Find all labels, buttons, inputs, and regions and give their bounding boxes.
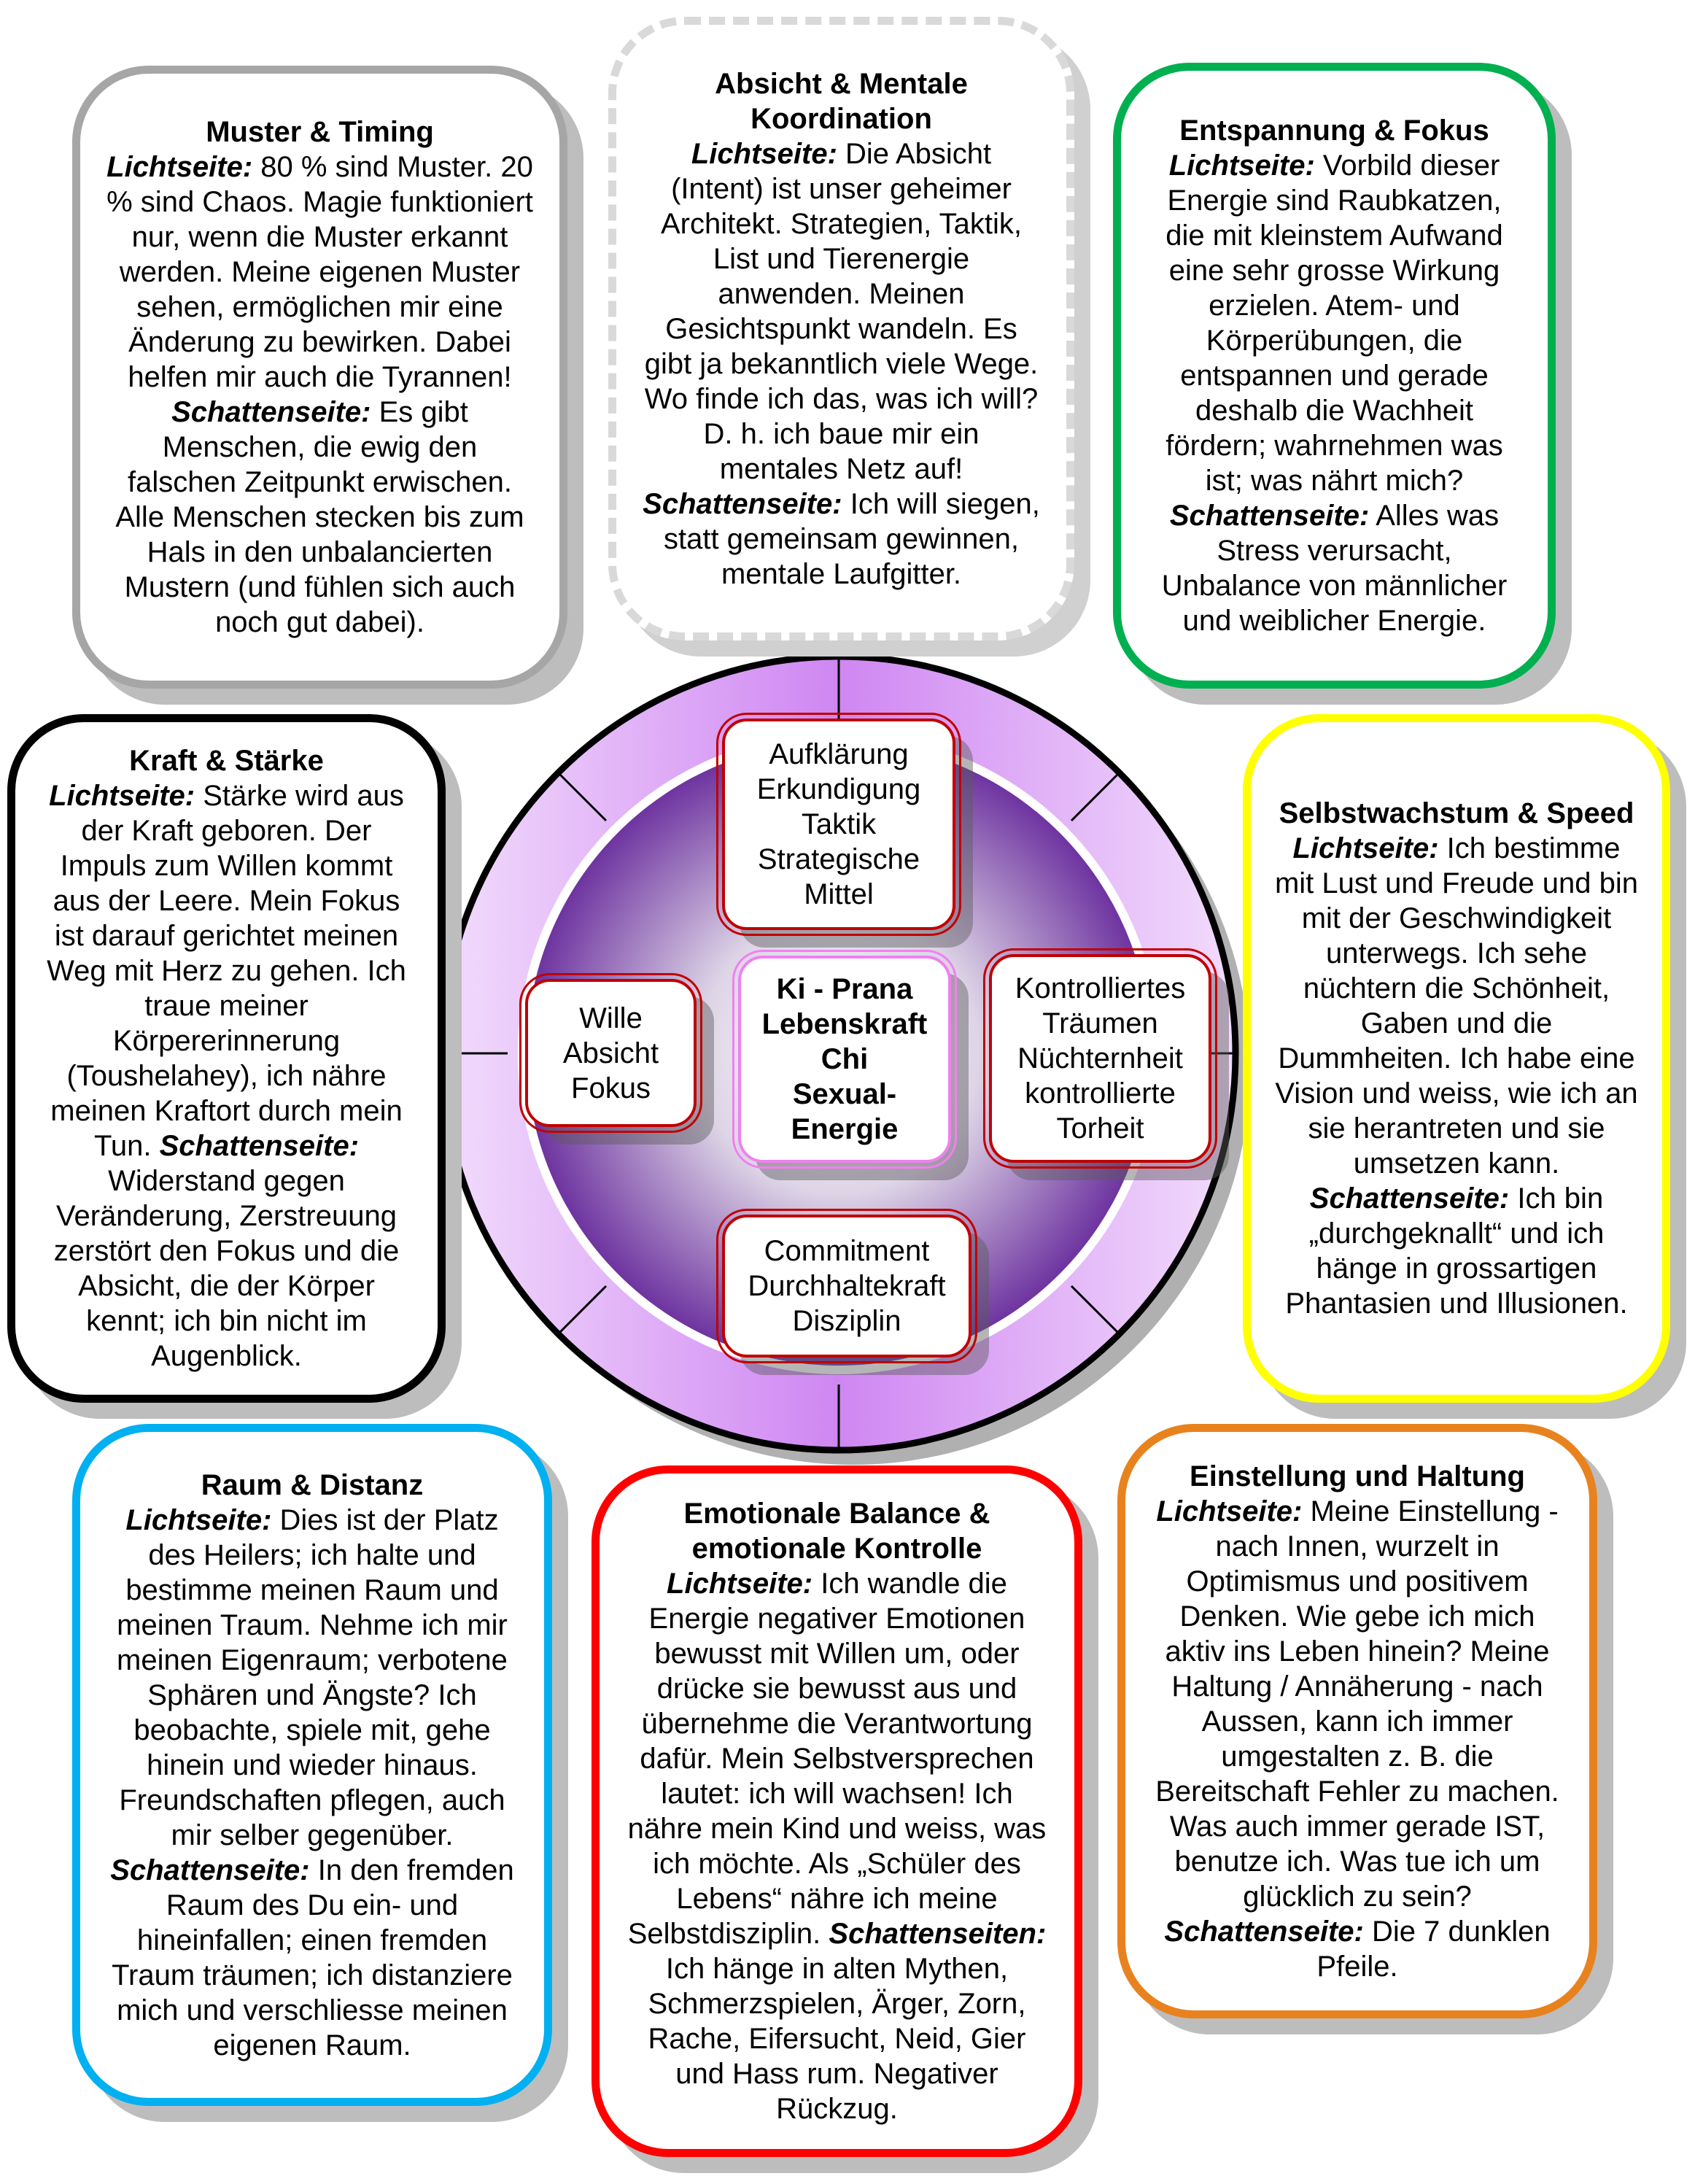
shadow-side-label: Schattenseite: [110,1854,310,1886]
light-side-text: Ich wandle die Energie negativer Emotion… [627,1568,1047,1950]
light-side-text: Vorbild dieser Energie sind Raubkatzen, … [1165,150,1503,497]
box-title: Selbstwachstum & Speed [1279,797,1634,829]
light-side-label: Lichtseite: [1168,150,1315,182]
shadow-side-label: Schattenseite: [643,487,842,520]
box-title: Emotionale Balance & emotionale Kontroll… [683,1498,990,1565]
box-body: Lichtseite: Die Absicht (Intent) ist uns… [643,136,1040,592]
box-body: Lichtseite: Meine Einstellung - nach Inn… [1152,1494,1563,1984]
light-side-text: Dies ist der Platz des Heilers; ich halt… [117,1503,508,1851]
light-side-text: Stärke wird aus der Kraft geboren. Der I… [47,780,406,1162]
center-middle-line: Energie [791,1113,899,1145]
light-side-text: Meine Einstellung - nach Innen, wurzelt … [1155,1495,1559,1913]
light-side-label: Lichtseite: [1156,1495,1303,1527]
box-body: Lichtseite: 80 % sind Muster. 20 % sind … [106,150,533,640]
shadow-side-label: Schattenseiten: [829,1918,1047,1950]
light-side-label: Lichtseite: [1292,832,1439,864]
shadow-side-text: Alles was Stress verursacht, Unbalance v… [1161,500,1508,637]
light-side-text: 80 % sind Muster. 20 % sind Chaos. Magie… [106,151,533,393]
center-top-line: Aufklärung [769,738,909,770]
shadow-side-text: Ich bin „durchgeknallt“ und ich hänge in… [1285,1182,1628,1320]
center-box-top: Aufklärung Erkundigung Taktik Strategisc… [716,713,961,936]
center-box-right: Kontrolliertes Träumen Nüchternheit kont… [983,948,1217,1169]
center-left-line: Absicht [562,1037,659,1069]
shadow-side-text: Widerstand gegen Veränderung, Zerstreuun… [53,1165,400,1372]
shadow-side-label: Schattenseite: [1164,1915,1364,1948]
shadow-side-label: Schattenseite: [1169,500,1370,532]
shadow-side-text: Ich hänge in alten Mythen, Schmerzspiele… [648,1953,1026,2125]
shadow-side-label: Schattenseite: [1309,1182,1510,1215]
center-top-line: Taktik [801,808,877,840]
box-body: Lichtseite: Stärke wird aus der Kraft ge… [36,778,417,1374]
ring-dividers [442,657,1236,1450]
box-body: Lichtseite: Vorbild dieser Energie sind … [1147,148,1521,638]
box-title: Kraft & Stärke [129,745,324,777]
center-right-line: Träumen [1042,1007,1158,1039]
center-box-middle: Ki - Prana Lebenskraft Chi Sexual- Energ… [732,950,957,1169]
box-emotionale-balance: Emotionale Balance & emotionale Kontroll… [591,1465,1082,2157]
light-side-label: Lichtseite: [691,137,837,170]
light-side-text: Ich bestimme mit Lust und Freude und bin… [1274,832,1639,1180]
light-side-label: Lichtseite: [667,1568,813,1600]
center-top-line: Strategische [757,843,920,875]
shadow-side-label: Schattenseite: [171,396,371,428]
center-top-line: Mittel [804,878,874,910]
box-body: Lichtseite: Dies ist der Platz des Heile… [106,1503,518,2063]
center-right-line: Kontrolliertes [1015,972,1186,1004]
shadow-side-text: Es gibt Menschen, die ewig den falschen … [115,396,524,638]
center-middle-line: Ki - Prana [776,973,913,1005]
shadow-side-label: Schattenseite: [159,1130,360,1162]
shadow-side-text: Die 7 dunklen Pfeile. [1316,1915,1551,1983]
box-title: Einstellung und Haltung [1190,1460,1525,1492]
center-left-line: Fokus [571,1072,651,1104]
shadow-side-text: Ich will siegen, statt gemeinsam gewinne… [664,487,1040,590]
center-bottom-line: Disziplin [792,1305,901,1337]
center-box-left: Wille Absicht Fokus [519,973,702,1133]
light-side-label: Lichtseite: [106,151,253,183]
center-middle-line: Sexual- [792,1078,897,1110]
box-body: Lichtseite: Ich wandle die Energie negat… [626,1566,1048,2126]
center-middle-line: Lebenskraft [761,1008,928,1040]
center-box-bottom: Commitment Durchhaltekraft Disziplin [716,1209,977,1363]
center-middle-line: Chi [821,1043,869,1075]
center-left-line: Wille [579,1002,643,1034]
center-right-line: kontrollierte [1025,1077,1176,1110]
shadow-side-text: In den fremden Raum des Du ein- und hine… [112,1854,514,2061]
light-side-text: Die Absicht (Intent) ist unser geheimer … [644,137,1039,485]
box-title: Entspannung & Fokus [1179,115,1489,147]
center-right-line: Nüchternheit [1017,1042,1183,1074]
center-bottom-line: Durchhaltekraft [748,1270,946,1302]
center-bottom-line: Commitment [764,1235,930,1267]
center-right-line: Torheit [1056,1112,1144,1145]
light-side-label: Lichtseite: [49,780,195,812]
box-title: Absicht & Mentale Koordination [715,67,968,135]
box-title: Muster & Timing [206,116,434,148]
center-top-line: Erkundigung [756,773,921,805]
light-side-label: Lichtseite: [125,1503,272,1536]
box-body: Lichtseite: Ich bestimme mit Lust und Fr… [1271,831,1642,1321]
box-title: Raum & Distanz [201,1468,424,1501]
